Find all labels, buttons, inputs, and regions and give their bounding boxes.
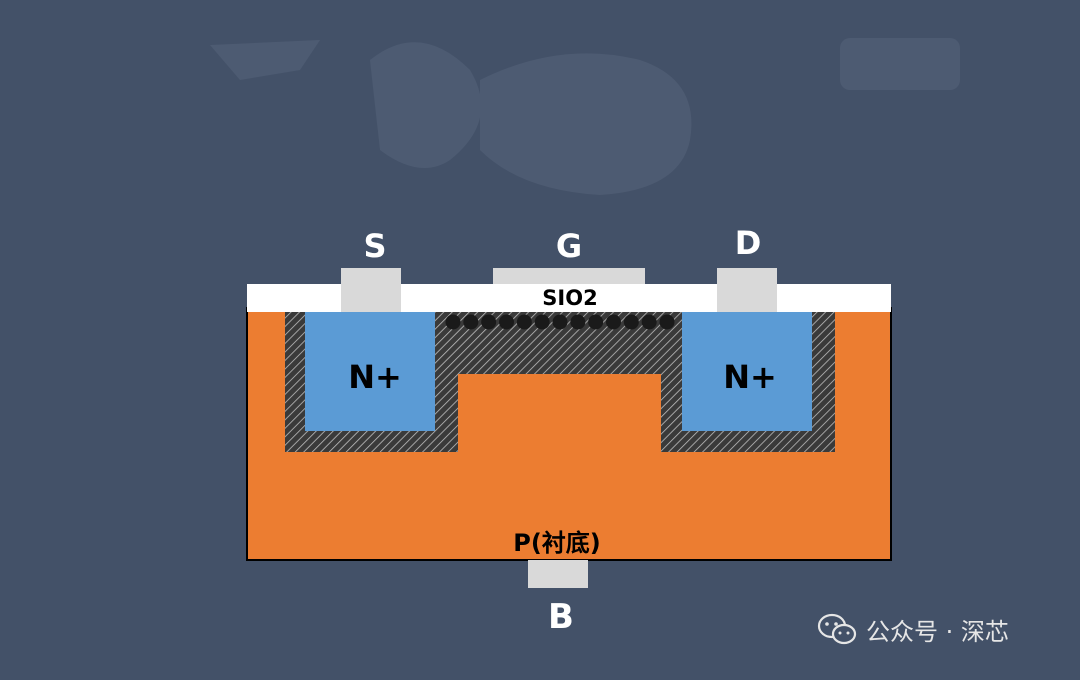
drain-contact (717, 268, 777, 312)
electron (445, 314, 461, 330)
electron (516, 314, 532, 330)
electron (659, 314, 675, 330)
electron (481, 314, 497, 330)
electron (552, 314, 568, 330)
gate-terminal-label: G (556, 227, 582, 265)
gate-contact (493, 268, 645, 284)
source-terminal-label: S (363, 227, 386, 265)
electron (570, 314, 586, 330)
oxide-label: SIO2 (542, 286, 597, 310)
electron (588, 314, 604, 330)
electron (623, 314, 639, 330)
watermark: 公众号 · 深芯 (817, 613, 1009, 646)
channel-electrons (445, 314, 675, 330)
wechat-icon (817, 613, 857, 645)
source-contact (341, 268, 401, 312)
background-decoration (210, 38, 960, 196)
electron (606, 314, 621, 330)
drain-terminal-label: D (735, 224, 762, 262)
electron (499, 314, 514, 330)
electron (534, 314, 550, 330)
drain-region-label: N+ (723, 358, 777, 396)
n-plus-drain-region (682, 312, 812, 431)
body-contact (528, 560, 588, 588)
electron (641, 314, 657, 330)
source-region-label: N+ (348, 358, 402, 396)
body-terminal-label: B (548, 597, 574, 637)
substrate-label: P(衬底) (513, 529, 601, 557)
watermark-text: 公众号 · 深芯 (866, 618, 1009, 646)
n-plus-source-region (305, 312, 435, 431)
electron (463, 314, 479, 330)
